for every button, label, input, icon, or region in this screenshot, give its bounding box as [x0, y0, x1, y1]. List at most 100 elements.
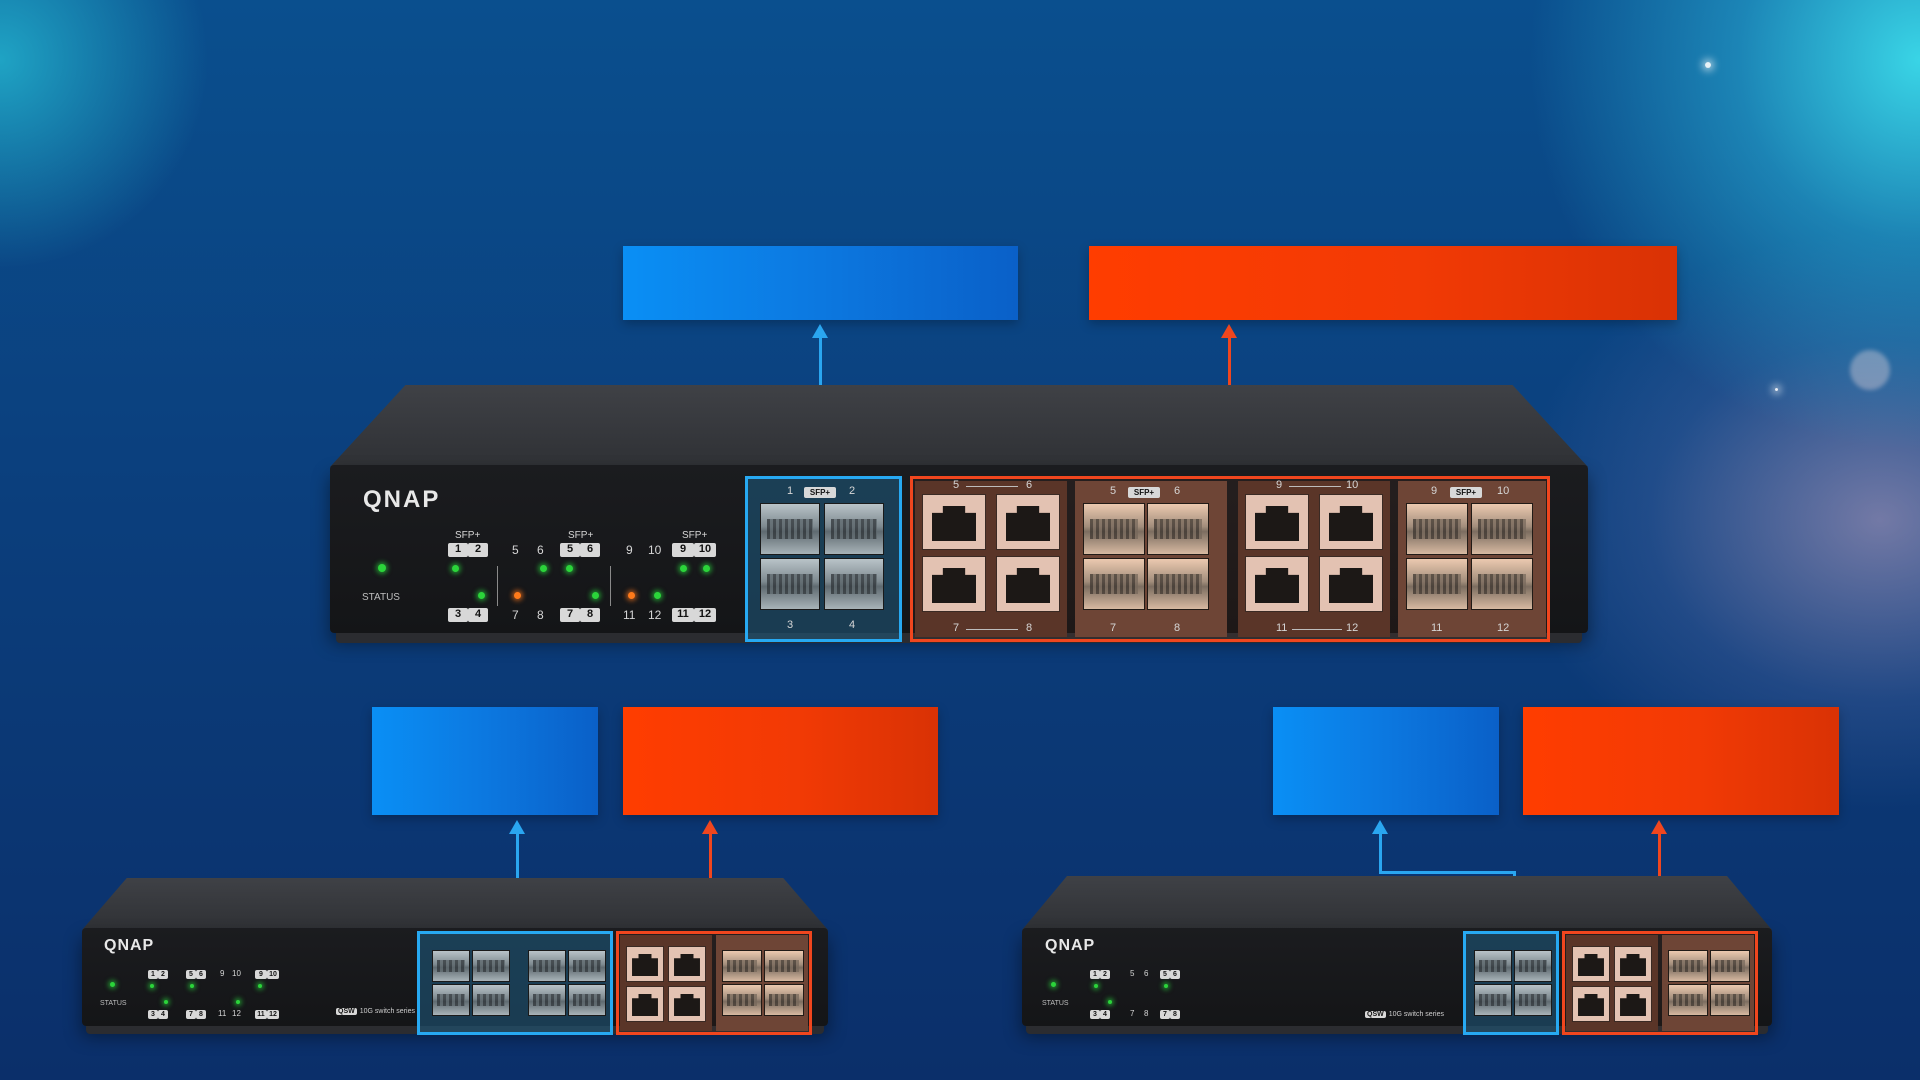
- sfp-port[interactable]: [1514, 950, 1552, 982]
- status-led: [110, 982, 115, 987]
- sfp-port[interactable]: [1471, 558, 1533, 610]
- sfp-port[interactable]: [824, 558, 884, 610]
- led-port-label: 6: [196, 970, 206, 979]
- sfp-port[interactable]: [1668, 950, 1708, 982]
- rj45-port[interactable]: [1319, 556, 1383, 612]
- rj45-port[interactable]: [668, 986, 706, 1022]
- sfp-port[interactable]: [568, 950, 606, 982]
- sfp-port[interactable]: [1514, 984, 1552, 1016]
- sfp-port[interactable]: [1474, 950, 1512, 982]
- port-led: [592, 592, 599, 599]
- switch-top: [330, 385, 1588, 467]
- combo-arrow: [1651, 820, 1667, 834]
- status-label: STATUS: [362, 592, 400, 603]
- sfp-port[interactable]: [1474, 984, 1512, 1016]
- led-group-sfp-tag: SFP+: [455, 530, 481, 541]
- sfp-port[interactable]: [1710, 984, 1750, 1016]
- rj45-port[interactable]: [1572, 986, 1610, 1022]
- rj45-port[interactable]: [1319, 494, 1383, 550]
- sfp-port[interactable]: [1406, 558, 1468, 610]
- rj45-port[interactable]: [1614, 986, 1652, 1022]
- sfp-port[interactable]: [760, 503, 820, 555]
- led-port-label: 2: [1100, 970, 1110, 979]
- led-port-label: 5: [560, 543, 580, 557]
- sfp-port[interactable]: [722, 984, 762, 1016]
- sfp-connector: [1379, 871, 1516, 874]
- rj45-port[interactable]: [996, 494, 1060, 550]
- port-number: 11: [1431, 622, 1443, 634]
- port-number: 3: [787, 619, 794, 631]
- sfp-port[interactable]: [1083, 558, 1145, 610]
- led-port-label: 5: [186, 970, 196, 979]
- sfp-port[interactable]: [764, 950, 804, 982]
- status-led: [1051, 982, 1056, 987]
- sfp-tag: SFP+: [1128, 487, 1160, 498]
- rj45-port[interactable]: [1614, 946, 1652, 982]
- sfp-port[interactable]: [1710, 950, 1750, 982]
- led-port-label: 8: [1170, 1010, 1180, 1019]
- rj45-port[interactable]: [626, 986, 664, 1022]
- rj45-port[interactable]: [996, 556, 1060, 612]
- rj45-port[interactable]: [1572, 946, 1610, 982]
- port-led: [164, 1000, 168, 1004]
- sfp-port[interactable]: [764, 984, 804, 1016]
- divider: [610, 566, 611, 606]
- led-group-sfp-tag: SFP+: [682, 530, 708, 541]
- status-led: [378, 564, 386, 572]
- port-number: 5: [1110, 485, 1117, 497]
- sfp-connector: [1379, 832, 1382, 874]
- sfp-port[interactable]: [528, 984, 566, 1016]
- rj45-port[interactable]: [1245, 494, 1309, 550]
- port-rule: [1289, 486, 1341, 487]
- sfp-port[interactable]: [1406, 503, 1468, 555]
- sfp-port[interactable]: [432, 950, 470, 982]
- rj45-port[interactable]: [922, 494, 986, 550]
- sfp-port[interactable]: [760, 558, 820, 610]
- led-port-label: 4: [158, 1010, 168, 1019]
- led-port-label: 7: [512, 608, 519, 622]
- port-number: 6: [1026, 479, 1033, 491]
- sfp-port[interactable]: [1668, 984, 1708, 1016]
- sfp-port[interactable]: [472, 950, 510, 982]
- led-port-label: 2: [468, 543, 488, 557]
- port-led: [514, 592, 521, 599]
- sfp-ports-highlight: [1463, 931, 1559, 1035]
- rj45-port[interactable]: [922, 556, 986, 612]
- rj45-port[interactable]: [1245, 556, 1309, 612]
- led-port-label: 7: [1130, 1009, 1135, 1018]
- led-port-label: 1: [448, 543, 468, 557]
- sfp-port[interactable]: [568, 984, 606, 1016]
- led-port-label: 9: [672, 543, 694, 557]
- led-port-label: 7: [186, 1010, 196, 1019]
- led-port-label: 8: [580, 608, 600, 622]
- sfp-arrow: [509, 820, 525, 834]
- sfp-port[interactable]: [1471, 503, 1533, 555]
- port-number: 12: [1497, 622, 1510, 634]
- port-rule: [966, 629, 1018, 630]
- port-number: 10: [1346, 479, 1359, 491]
- rj45-port[interactable]: [668, 946, 706, 982]
- led-port-label: 7: [560, 608, 580, 622]
- sfp-port[interactable]: [824, 503, 884, 555]
- sfp-port[interactable]: [432, 984, 470, 1016]
- sfp-port[interactable]: [1147, 558, 1209, 610]
- led-port-label: 8: [1144, 1009, 1149, 1018]
- port-rule: [1292, 629, 1342, 630]
- led-port-label: 6: [580, 543, 600, 557]
- sfp-port[interactable]: [722, 950, 762, 982]
- sfp-port[interactable]: [1147, 503, 1209, 555]
- led-port-label: 10: [267, 970, 279, 979]
- port-led: [1164, 984, 1168, 988]
- port-number: 12: [1346, 622, 1359, 634]
- led-port-label: 1: [148, 970, 158, 979]
- led-port-label: 4: [468, 608, 488, 622]
- series-text: 10G switch series: [1388, 1011, 1444, 1018]
- sfp-port[interactable]: [472, 984, 510, 1016]
- led-port-label: 12: [694, 608, 716, 622]
- rj45-port[interactable]: [626, 946, 664, 982]
- port-number: 1: [787, 485, 794, 497]
- status-label: STATUS: [100, 1000, 127, 1007]
- sfp-port[interactable]: [1083, 503, 1145, 555]
- led-port-label: 2: [158, 970, 168, 979]
- sfp-port[interactable]: [528, 950, 566, 982]
